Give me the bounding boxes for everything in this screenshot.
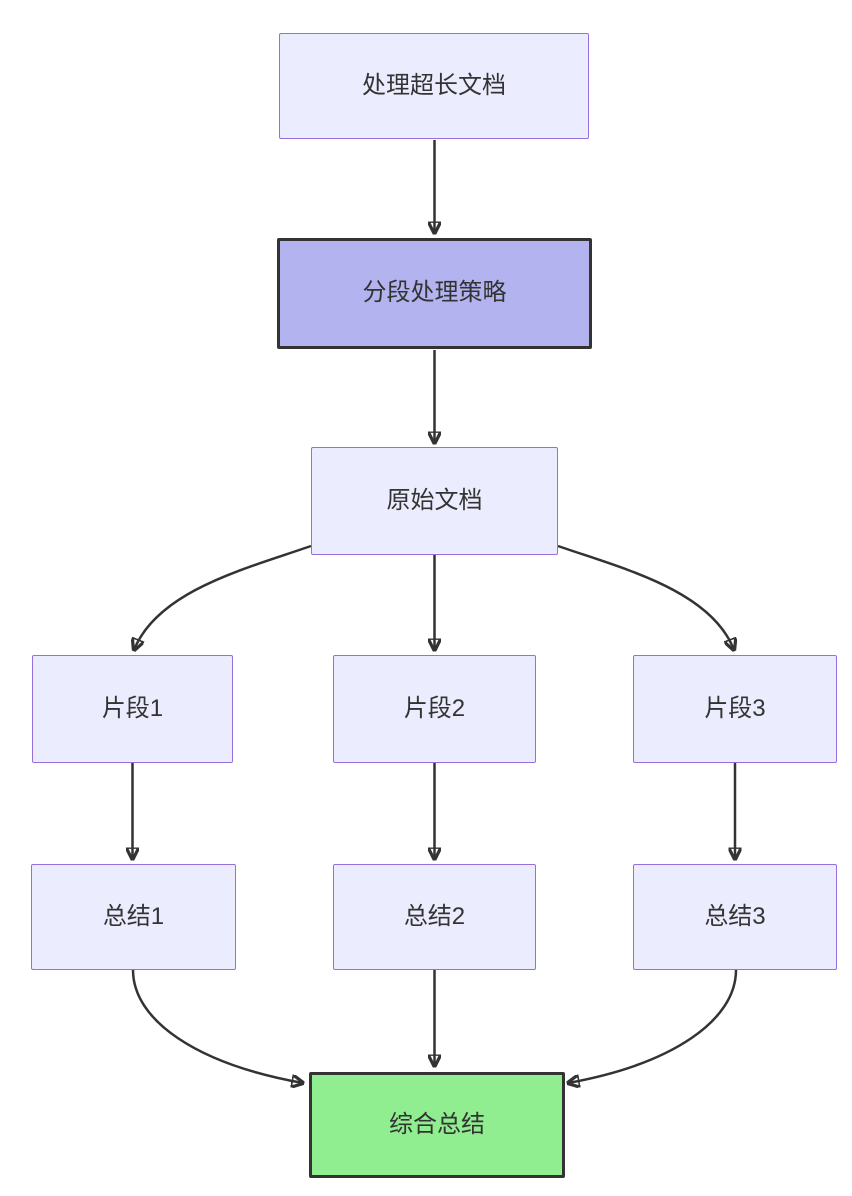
edge-C-D3	[557, 544, 734, 650]
node-label: 原始文档	[386, 486, 483, 514]
flowchart-node-final-summary: 综合总结	[309, 1072, 565, 1178]
node-label: 片段1	[101, 694, 164, 722]
node-label: 片段3	[704, 694, 766, 722]
flowchart-node-segmentation-strategy: 分段处理策略	[277, 238, 592, 349]
edge-E3-F	[568, 969, 738, 1083]
node-label: 处理超长文档	[362, 71, 506, 99]
flowchart-node-summary-3: 总结3	[633, 864, 837, 970]
flowchart-node-original-doc: 原始文档	[311, 447, 558, 555]
node-label: 总结3	[704, 902, 766, 930]
flowchart-node-summary-2: 总结2	[333, 864, 536, 970]
flowchart-node-segment-3: 片段3	[633, 655, 837, 763]
edge-C-D1	[134, 544, 312, 650]
node-label: 总结1	[102, 902, 165, 930]
flowchart-node-process-long-doc: 处理超长文档	[279, 33, 589, 139]
edge-E1-F	[131, 969, 303, 1083]
flowchart-node-segment-2: 片段2	[333, 655, 536, 763]
flowchart-node-summary-1: 总结1	[31, 864, 236, 970]
node-label: 综合总结	[389, 1110, 485, 1138]
node-label: 总结2	[403, 902, 466, 930]
flowchart-node-segment-1: 片段1	[32, 655, 233, 763]
node-label: 分段处理策略	[362, 279, 507, 307]
node-label: 片段2	[403, 694, 466, 722]
